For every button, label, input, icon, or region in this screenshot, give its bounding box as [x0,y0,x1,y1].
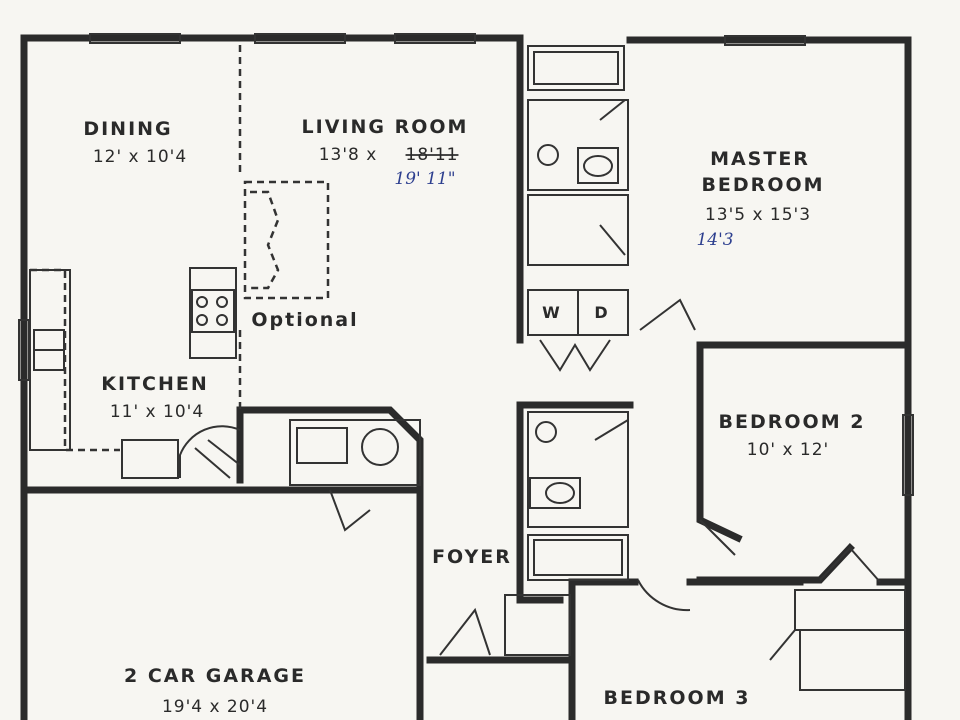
hall-bath [527,411,736,612]
bedroom-2-label: BEDROOM 2 [719,411,866,433]
master-bedroom-label-line2: BEDROOM [701,174,824,196]
foyer-label: FOYER [432,546,512,568]
living-room-handwritten-dims: 19' 11" [394,169,455,189]
kitchen-label: KITCHEN [101,373,208,395]
closets [439,546,906,691]
master-bath [527,45,696,372]
exterior-walls [20,34,912,720]
master-bedroom-dims: 13'5 x 15'3 [705,205,811,225]
optional-label: Optional [251,309,358,331]
dryer-label: D [594,303,607,322]
master-bedroom-handwritten-dims: 14'3 [696,230,733,250]
garage-dims: 19'4 x 20'4 [162,697,268,717]
kitchen-fixtures [29,267,241,479]
laundry-area [289,419,421,532]
washer-label: W [542,303,560,322]
living-room-dims: 13'8 x [319,145,378,165]
dining-label: DINING [83,118,172,140]
master-bedroom-label-line1: MASTER [710,148,810,170]
kitchen-dims: 11' x 10'4 [110,402,204,422]
bedroom-2-dims: 10' x 12' [747,440,829,460]
dining-dims: 12' x 10'4 [93,147,187,167]
garage-label: 2 CAR GARAGE [124,665,306,687]
living-room-label: LIVING ROOM [302,116,469,138]
bedroom-3-label: BEDROOM 3 [604,687,751,709]
living-room-struck-dims: 18'11 [406,145,459,165]
